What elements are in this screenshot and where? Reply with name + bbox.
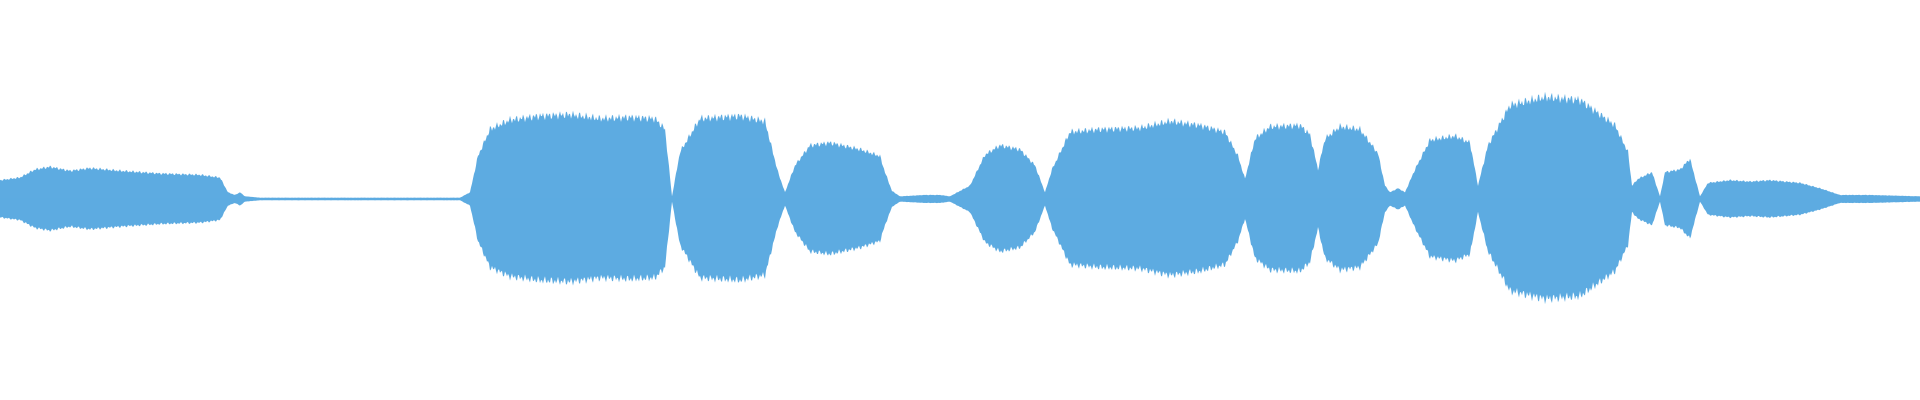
waveform-body [0, 91, 1920, 305]
